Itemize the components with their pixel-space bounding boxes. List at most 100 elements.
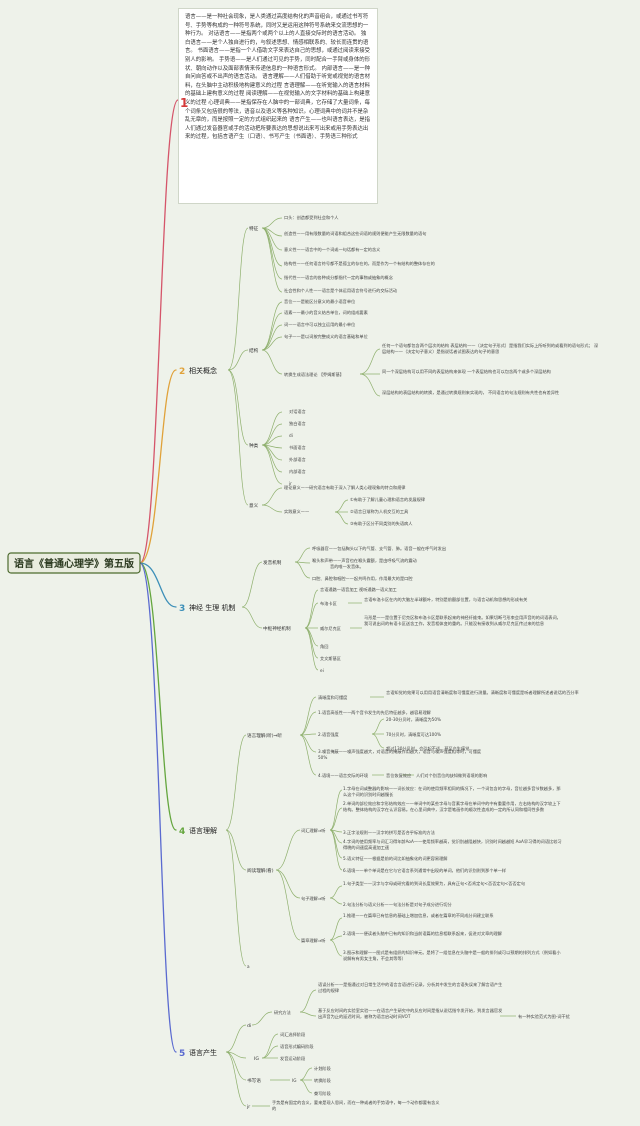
broca-def: 言语布洛卡区在内的大脑左半球额叶，特别是前额部位置，与语言动机和思想的形成有关 — [364, 597, 528, 602]
types-item: jr — [288, 481, 292, 486]
word-item: 2.单词的部位效应和字形结构效应——单词中的某些字母与音素字母在单词中的中有重要… — [343, 801, 561, 812]
central-other: ei — [320, 668, 324, 673]
feature-item: 口头：创造都受到社会和个人 — [284, 214, 339, 221]
types-item: 对话语言 — [289, 408, 306, 415]
section-4-header[interactable]: 4 语言理解 — [179, 826, 217, 837]
feature-item: 意义性——语言中的一个词或一句话都有一定的含义 — [284, 246, 381, 253]
writing-item: 计划阶段 — [314, 1065, 332, 1072]
svg-text:神经 生理 机制: 神经 生理 机制 — [189, 603, 235, 612]
meaning-item: 理论意义——研究语言有助于深入了解人类心理现象的特点和规律 — [284, 484, 405, 491]
discourse-item: 1.推理——在篇章已有信息的基础上增加信息，或者在篇章的不同成分间建立联系 — [343, 913, 494, 918]
reading-label: 阅读理解(看) — [247, 867, 274, 874]
structure-item: 词——语言中可以独立运用的最小单位 — [284, 321, 355, 328]
practical-item: ③有助于区分不同类别的失语病人 — [350, 520, 413, 527]
section-1-number: 1 — [180, 96, 189, 110]
svg-text:4: 4 — [179, 827, 185, 837]
practical-item: ①有助于了解儿童心理和语言的发展规律 — [350, 496, 425, 503]
theory-item: 任何一个语句都包含两个层次的结构 表层结构——（决定句子形式）是指我们实际上所听… — [382, 343, 599, 354]
structure-item: 句子——是以词按完整成义的语言基础和单位 — [284, 333, 368, 340]
speech-intro-def: 言语知觉的效果可以用用语音清晰度和可懂度进行测量。清晰度和可懂度是听者理解所述者… — [386, 690, 579, 695]
sentence-label: 句子理解⇒听 — [301, 895, 325, 902]
speech-factor: 2.语音强度 — [318, 731, 340, 738]
speech-intro: 清晰度和可懂度 — [318, 694, 348, 701]
theory-item: 深层结构的表层结构的转换，是通过转换规则来实现的， 不同语言的句法规则有共性也有… — [382, 390, 560, 395]
intro-text: 语言——是一种社会现象，是人类通过高度结构化的声音组合，或通过书写符号、手势等构… — [185, 14, 370, 141]
vocal-item: 喉头和声带——声音也在喉头震颤，是由呼吸气流的震动 — [312, 557, 417, 564]
root-node — [7, 552, 141, 574]
strength-item: 超过130分贝时，会引起不适、甚至产生痛觉 — [386, 745, 469, 752]
speech-label: 语言理解(听)⇒听 — [247, 732, 282, 739]
wernicke-label: 威尔尼克区 — [320, 625, 341, 632]
structure-item: 音位——是能区分意义的最小语音单位 — [284, 298, 355, 305]
ig-item: 语音形式编码阶段 — [280, 1043, 314, 1050]
research-item: 语误分析——是指通过对日常生活中的语言言语进行记录，分析其中发生的言语失误来了解… — [318, 982, 503, 993]
sentence-item: 1.句子类型——汉字与字母或研究看的到词长度效果为，具有正句<否肯定句<否否定句… — [343, 881, 526, 886]
structure-item: 语素——最小的音义结合单位，词的组成要素 — [284, 309, 368, 316]
context-item: 音位恢复效应 — [386, 772, 411, 779]
section-2-header[interactable]: 2 相关概念 — [179, 366, 217, 377]
types-item: 独白语言 — [289, 420, 306, 427]
vot-note: 有一种实验范式为图-词干扰 — [518, 1013, 571, 1020]
discourse-item: 2.语境——便读者头脑中已有的知识和当前语篇的信息相联系起来，促进对文章的理解 — [343, 931, 502, 936]
speech-factor: 1.语音高低性——两个音节发生的先后特征越多，越容易理解 — [318, 709, 431, 716]
ig-label: IG — [254, 1056, 259, 1062]
theory-item: 同一个深层结构可以用不同的表层结构来体现 一个表层结构也可以包含两个或多个深层结… — [382, 369, 551, 374]
wernicke-def: 马形是——是位置于尼克区和布洛卡区是联系起来的神经纤维束。如果切断弓形束会用声音… — [364, 615, 561, 626]
types-item: di — [289, 433, 293, 438]
branch-1 — [139, 99, 179, 564]
branch-2 — [139, 369, 177, 564]
theory-label: 转换生成语法理论 【乔姆斯基】 — [284, 371, 344, 378]
word-item: 1.字母在词或整器的影响——词长效应：在词的使用频率相同的情况下，一个词包含的字… — [343, 786, 561, 797]
reading-extra: a — [247, 964, 250, 969]
gesture-def: 手势是有固定的含义，要来是现人思间，而在一种或者的手势语中，每一个动作都要有含义… — [272, 1100, 440, 1111]
svg-text:语言理解: 语言理解 — [189, 826, 217, 835]
intro-box: 语言——是一种社会现象，是人类通过高度结构化的声音组合，或通过书写符号、手势等构… — [178, 8, 378, 204]
section-5-header[interactable]: 5 语言产生 — [179, 1048, 217, 1059]
feature-item: 创造性——用有限数量的词语和组合这些词语的规则便能产生无限数量的语句 — [284, 230, 426, 237]
word-item: 3.正字法规则——汉字的拼写是否合乎标准的方法 — [343, 829, 435, 836]
discourse-label: 篇章理解⇒听 — [301, 937, 325, 944]
writing-label: 书写语 — [247, 1077, 261, 1084]
word-item: 5.语义特征——根据是前的词比如抽象化的词更容易理解 — [343, 855, 448, 862]
word-label: 词汇理解⇒听 — [301, 827, 325, 834]
central-other: 角回 — [320, 643, 328, 650]
meaning-label: 意义 — [249, 502, 259, 509]
writing-ig: IG — [292, 1078, 296, 1083]
word-item: 6.语境——单个单词是在它与它语言系列通常中出现的单词，他们的识别则到那个单一样 — [343, 867, 506, 874]
feature-item: 结构性——任何语言符号都不是孤立的存在的，而是作为一个有结构的整体存在的 — [284, 260, 435, 267]
ig-item: 发音运动阶段 — [280, 1055, 306, 1062]
gesture-label: jr — [246, 1104, 250, 1110]
branch-4 — [139, 562, 177, 831]
feature-item: 指代性——语言的各种成分都指代一定的事物或抽象的概念 — [284, 274, 394, 281]
vocal-item: 口腔、鼻腔和咽腔——起共鸣作用，作用最大的是口腔 — [312, 575, 413, 582]
practical-item: ②语言日渐称为人机交互的工具 — [350, 508, 409, 515]
branch-3 — [139, 562, 177, 608]
svg-text:2: 2 — [179, 367, 185, 377]
research-item: 基于反应时间的实验室实验——在语言产生研究中的反应时间是指从说话指令发开始，到发… — [318, 1008, 503, 1019]
types-item: 外部语言 — [289, 456, 306, 463]
central-lead: 言语通路—语音加工 视听通路—语义加工 — [320, 586, 397, 593]
feature-item: 社会性和个人性——语言是个体运用语言符号进行的交际活动 — [284, 287, 397, 294]
types-item: 内部语言 — [289, 468, 306, 475]
section-3-header[interactable]: 3 神经 生理 机制 — [179, 603, 235, 614]
speech-factor: 3.噪音掩蔽——噪声强度越大，对语音的掩蔽作用越大，语音与噪声强度相等时，可懂度… — [318, 749, 482, 760]
sentence-item: 2.句法分析与语义分析——句法分析是对句子成分进行切分 — [343, 901, 452, 908]
vocal-label: 发音机制 — [263, 559, 282, 566]
central-other: 艾文斯基区 — [320, 655, 341, 662]
research-label: 研究方法 — [274, 1009, 291, 1016]
strength-item: 70分贝时，清晰度可达100% — [386, 731, 441, 738]
vocal-item: 呼吸器官——包括胸头以下的气管、支气管、肺。语音一般在呼气时发出 — [312, 545, 446, 552]
svg-text:3: 3 — [179, 604, 185, 614]
writing-item: 转换阶段 — [314, 1077, 332, 1084]
branch-5 — [139, 562, 177, 1053]
practical-label: 实践意义—— — [284, 508, 309, 515]
word-item: 4.字词的使用频率与词汇习得年龄AoA——使用频率越高，觉识别越阻越快，识别时间… — [343, 839, 562, 850]
root-title: 语言《普通心理学》第五版 — [14, 557, 134, 570]
broca-label: 布洛卡区 — [320, 600, 337, 607]
vocal-extra: 音的唯一发音体。 — [330, 563, 364, 570]
svg-text:语言产生: 语言产生 — [189, 1048, 217, 1057]
context-item: 人们对个别音位的缺知做到语境的影响 — [416, 772, 487, 779]
strength-item: 20-30分贝时，清晰度为50% — [386, 716, 441, 723]
research-group: di — [247, 1023, 251, 1029]
